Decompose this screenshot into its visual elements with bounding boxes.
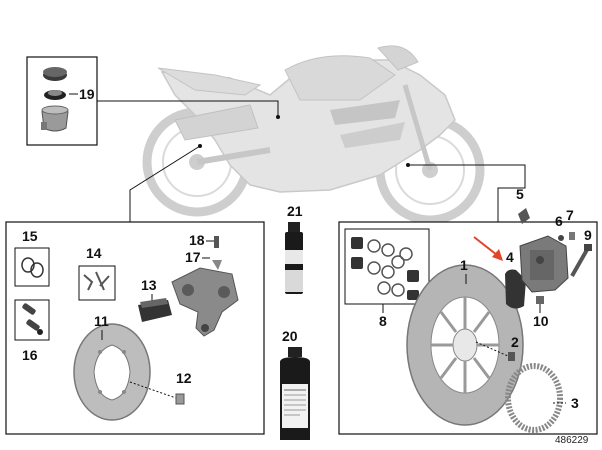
callout-19: 19	[79, 86, 95, 102]
rear-brake-disc-part	[73, 323, 151, 421]
pin-part	[536, 296, 544, 304]
callout-20: 20	[282, 328, 298, 344]
callout-17: 17	[185, 249, 201, 265]
callout-14: 14	[86, 245, 102, 261]
callout-12: 12	[176, 370, 192, 386]
callout-11: 11	[94, 313, 109, 329]
callout-7: 7	[566, 207, 574, 223]
reference-number: 486229	[555, 435, 589, 446]
callout-8: 8	[379, 313, 387, 329]
pad-spring-part	[83, 271, 110, 291]
callout-16: 16	[22, 347, 38, 363]
bleeder-box	[14, 299, 50, 341]
callout-10: 10	[533, 313, 549, 329]
callout-18: 18	[189, 232, 205, 248]
callout-21: 21	[287, 203, 303, 219]
leader-lines	[97, 100, 526, 222]
reservoir-cap-part	[41, 67, 69, 132]
callout-6: 6	[555, 213, 563, 229]
callout-2: 2	[511, 334, 519, 350]
callout-15: 15	[22, 228, 38, 244]
callout-3: 3	[571, 395, 579, 411]
brake-fluid-bottle-part	[280, 347, 310, 440]
disc-bolt-part	[175, 393, 185, 405]
caliper-bolt-part	[570, 244, 592, 277]
highlight-arrow-icon	[473, 236, 503, 261]
callout-5: 5	[516, 186, 524, 202]
rear-caliper-part	[171, 236, 239, 337]
abs-sensor-ring-part	[505, 363, 563, 433]
callout-9: 9	[584, 227, 592, 243]
front-brake-disc-part	[406, 264, 524, 426]
callout-1: 1	[460, 257, 468, 273]
callout-4: 4	[506, 249, 514, 265]
motorcycle-illustration	[142, 45, 485, 225]
bleeder-valve-part	[22, 303, 43, 335]
callout-13: 13	[141, 277, 157, 293]
spray-can-part	[285, 222, 303, 294]
caliper-piston-set-part	[351, 237, 419, 300]
pad-spring-front-part	[518, 208, 530, 224]
rear-brake-pad-part	[138, 298, 172, 322]
bleeder-front-part	[558, 232, 575, 241]
pad-hardware-box	[78, 265, 116, 301]
front-caliper-part	[519, 235, 569, 293]
seal-rings-part	[21, 257, 44, 278]
disc-bolt-front-part	[508, 352, 515, 361]
front-brake-pad-part	[505, 269, 526, 309]
